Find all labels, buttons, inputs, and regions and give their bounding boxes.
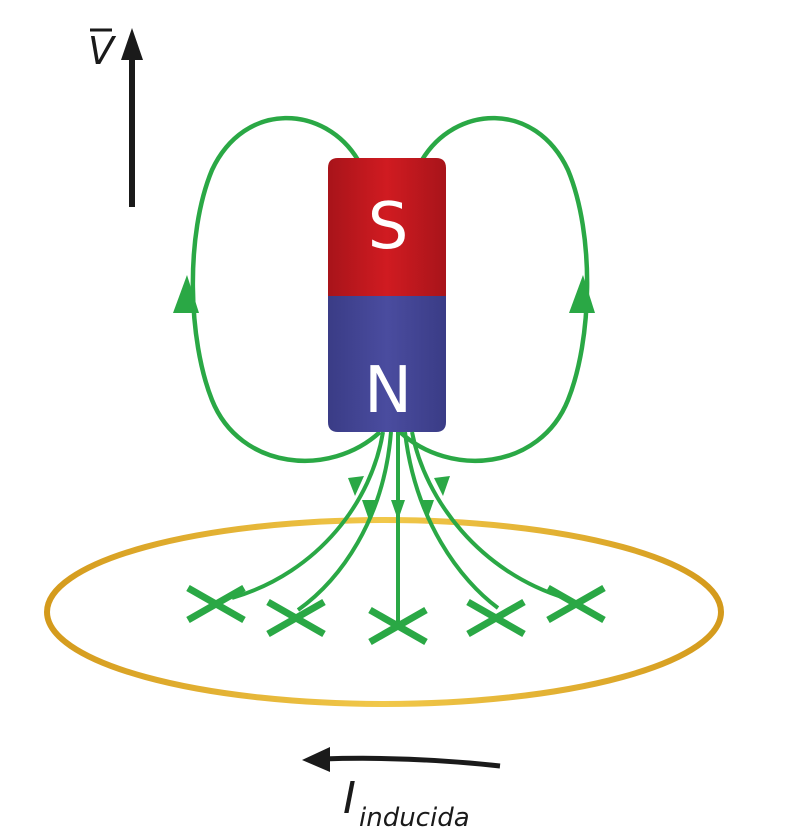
field-line-4: [403, 431, 500, 610]
cross-mark-2: [266, 598, 326, 638]
current-arrowhead: [302, 747, 330, 772]
field-line-1: [231, 431, 385, 600]
cross-mark-3: [368, 606, 428, 646]
field-line-5: [410, 431, 566, 600]
velocity-label: V: [88, 29, 117, 73]
south-pole: [328, 158, 446, 296]
current-label: I: [343, 773, 356, 824]
velocity-arrowhead: [121, 28, 143, 60]
cross-mark-5: [546, 584, 606, 624]
induced-current-arrow: [302, 747, 501, 772]
field-line-2: [296, 431, 393, 612]
velocity-vector: V: [88, 28, 143, 207]
conducting-loop-front: [44, 611, 724, 707]
bar-magnet: S N: [328, 158, 446, 432]
north-pole: [328, 296, 446, 432]
field-arrow-right: [569, 275, 595, 313]
cross-mark-1: [186, 584, 246, 624]
field-lines-down: [231, 431, 566, 622]
north-pole-label: N: [364, 354, 412, 428]
conducting-loop-back: [44, 517, 724, 613]
field-line-arrows: [348, 476, 450, 520]
field-arrow-left: [173, 275, 199, 313]
current-label-subscript: inducida: [359, 803, 470, 833]
field-into-plane-marks: [186, 584, 606, 646]
cross-mark-4: [466, 598, 526, 638]
south-pole-label: S: [368, 190, 409, 264]
